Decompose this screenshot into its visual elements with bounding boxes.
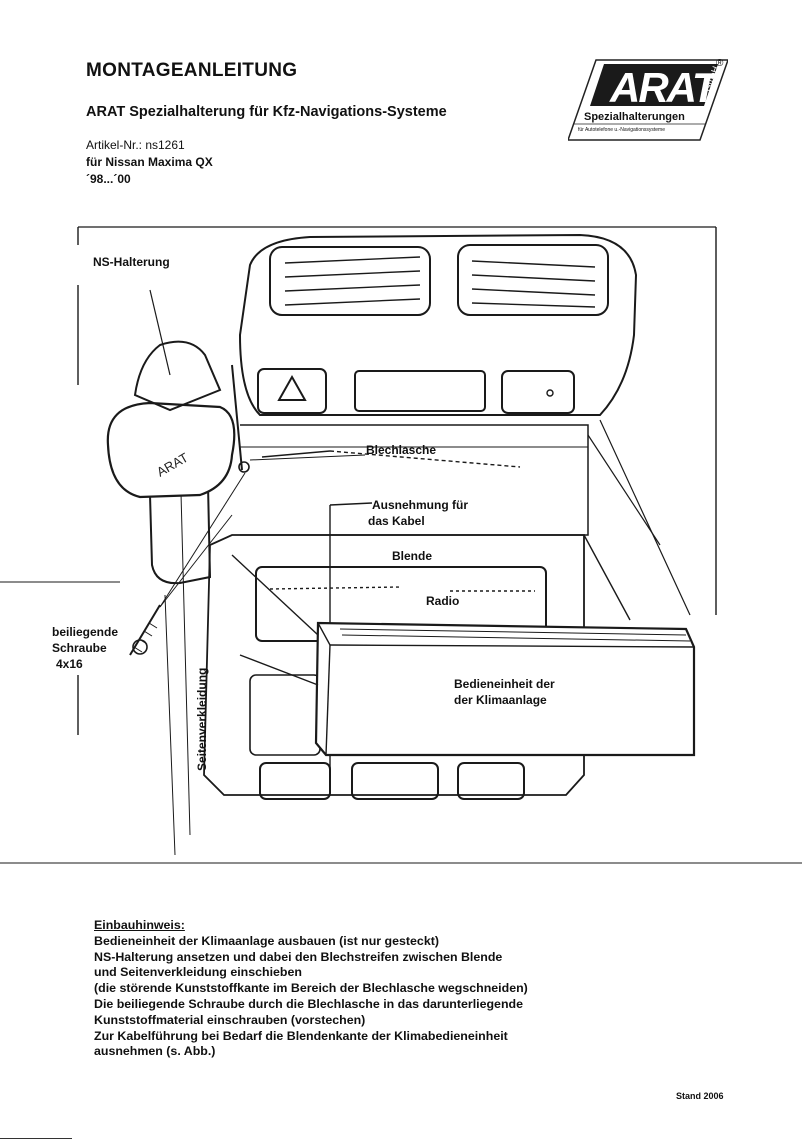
- logo-registered: ®: [716, 58, 724, 69]
- installation-notes: Einbauhinweis: Bedieneinheit der Klimaan…: [94, 918, 654, 1060]
- document-date: Stand 2006: [676, 1091, 724, 1101]
- label-schraube-1: beiliegende: [52, 625, 118, 639]
- label-blende: Blende: [392, 549, 432, 563]
- label-seitenverkleidung: Seitenverkleidung: [195, 668, 209, 771]
- climate-control-unit: [314, 621, 696, 757]
- notes-line: Kunststoffmaterial einschrauben (vorstec…: [94, 1012, 366, 1027]
- label-schraube-2: Schraube: [52, 641, 107, 655]
- vent-left: [269, 246, 431, 316]
- label-ns-halterung: NS-Halterung: [93, 255, 170, 269]
- logo-brand: ARAT: [609, 64, 721, 111]
- notes-line: NS-Halterung ansetzen und dabei den Blec…: [94, 949, 503, 964]
- label-radio: Radio: [426, 594, 459, 608]
- switch-right: [501, 370, 575, 414]
- label-ausnehmung-2: das Kabel: [368, 514, 425, 528]
- bottom-button-1: [259, 762, 331, 800]
- notes-line: Zur Kabelführung bei Bedarf die Blendenk…: [94, 1028, 508, 1043]
- vent-right: [457, 244, 609, 316]
- logo-tagline: Spezialhalterungen: [584, 111, 685, 123]
- bottom-mark: [0, 1138, 72, 1139]
- label-schraube-3: 4x16: [56, 657, 83, 671]
- arat-logo: ARAT GmbH ® Spezialhalterungen für Autot…: [568, 58, 728, 141]
- article-info: Artikel-Nr.: ns1261 für Nissan Maxima QX…: [86, 137, 213, 188]
- notes-heading: Einbauhinweis:: [94, 918, 185, 932]
- notes-line: und Seitenverkleidung einschieben: [94, 965, 302, 980]
- notes-line: Bedieneinheit der Klimaanlage ausbauen (…: [94, 933, 439, 948]
- model-years: ´98...´00: [86, 172, 131, 186]
- installation-diagram: ARAT NS-Halterung Blechlasche Ausnehmung…: [0, 226, 802, 864]
- vehicle-model: für Nissan Maxima QX: [86, 155, 213, 169]
- bottom-button-3: [457, 762, 525, 800]
- notes-line: Die beiliegende Schraube durch die Blech…: [94, 996, 523, 1011]
- ns-bracket: ARAT: [106, 340, 250, 585]
- page-title: MONTAGEANLEITUNG: [86, 60, 298, 81]
- label-bedien-2: der Klimaanlage: [454, 693, 547, 707]
- bottom-button-2: [351, 762, 439, 800]
- label-blechlasche: Blechlasche: [366, 443, 436, 457]
- screw-icon: [129, 604, 161, 656]
- article-number: Artikel-Nr.: ns1261: [86, 138, 185, 152]
- clock-display: [354, 370, 486, 412]
- page-subtitle: ARAT Spezialhalterung für Kfz-Navigation…: [86, 104, 447, 120]
- label-ausnehmung-1: Ausnehmung für: [372, 498, 468, 512]
- logo-subline: für Autotelefone u.-Navigationssysteme: [578, 127, 665, 133]
- notes-line: (die störende Kunststoffkante im Bereich…: [94, 981, 528, 996]
- hazard-button: [257, 368, 327, 414]
- label-bedien-1: Bedieneinheit der: [454, 677, 555, 691]
- notes-line: ausnehmen (s. Abb.): [94, 1044, 216, 1059]
